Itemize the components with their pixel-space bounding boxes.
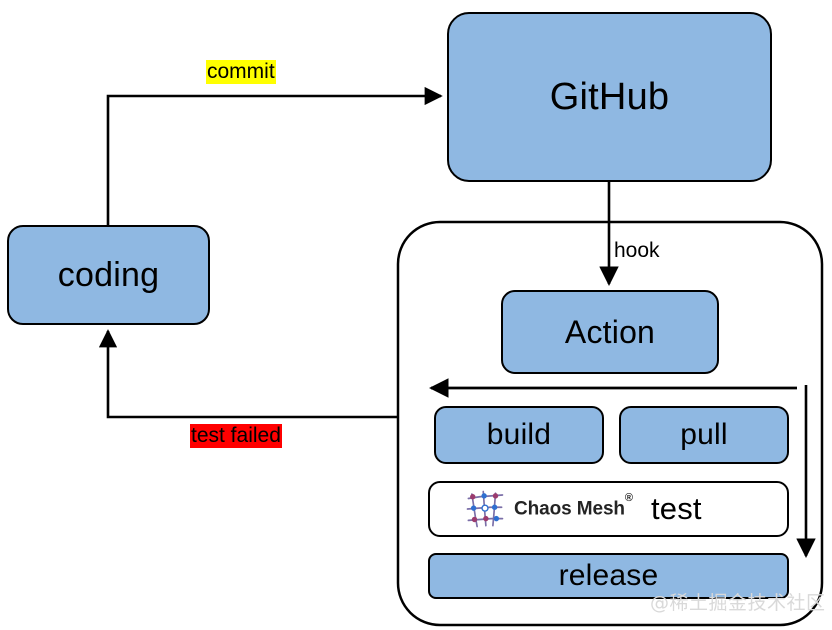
edge-coding-to-github xyxy=(106,86,443,225)
chaos-mesh-logo xyxy=(466,490,504,528)
edge-label-test-failed: test failed xyxy=(190,424,282,448)
node-release-label: release xyxy=(558,559,659,592)
node-pull-label: pull xyxy=(680,418,728,451)
node-action[interactable]: Action xyxy=(501,290,719,374)
node-pull[interactable]: pull xyxy=(619,406,789,464)
node-action-label: Action xyxy=(564,313,656,350)
registered-trademark-icon: ® xyxy=(624,491,633,504)
node-release[interactable]: release xyxy=(428,553,789,599)
node-coding-label: coding xyxy=(57,255,160,294)
node-build-label: build xyxy=(486,418,552,451)
node-github-label: GitHub xyxy=(549,75,670,118)
node-coding[interactable]: coding xyxy=(7,225,210,325)
node-test-label: test xyxy=(650,491,702,526)
chaos-mesh-wordmark: Chaos Mesh® xyxy=(514,491,633,520)
node-build[interactable]: build xyxy=(434,406,604,464)
edge-label-commit: commit xyxy=(206,60,276,84)
edge-label-hook: hook xyxy=(614,239,660,262)
node-test[interactable]: Chaos Mesh® test xyxy=(428,481,789,537)
edge-testfailed-to-coding xyxy=(98,329,398,419)
node-github[interactable]: GitHub xyxy=(447,12,772,182)
